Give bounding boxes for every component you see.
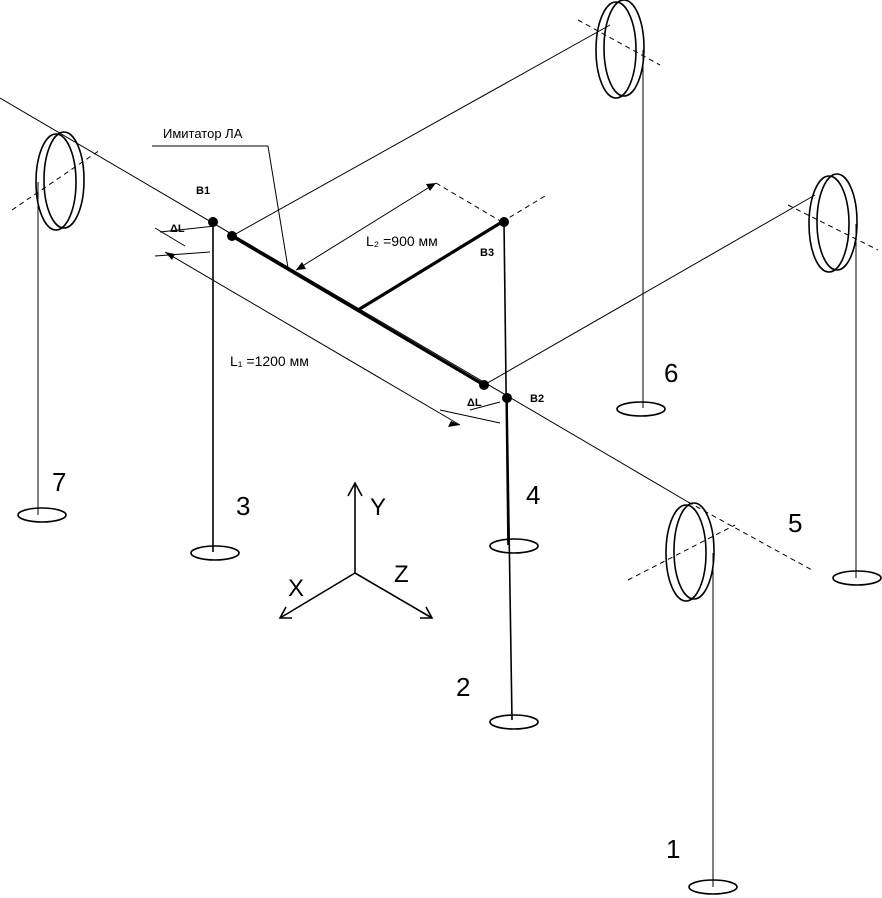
cable-b2 (506, 397, 513, 721)
imitator-beam (231, 234, 485, 387)
pulley-5 (808, 173, 858, 273)
support-label-3: 3 (236, 491, 250, 521)
pulley-5-axis-b (787, 204, 879, 251)
pulley-6 (595, 0, 645, 99)
cable-b2-to-pulley-5 (483, 194, 816, 386)
l2-arrow-start (296, 262, 306, 270)
weight-3 (190, 545, 240, 561)
l2-dimension-line (295, 182, 437, 271)
label-dl-left: ΔL (170, 223, 185, 235)
support-label-7: 7 (52, 467, 66, 497)
cable-b3 (503, 221, 509, 546)
point-b1-inner (227, 231, 237, 241)
pulley-7 (35, 131, 85, 231)
weight-1 (688, 879, 738, 895)
pulley-6-axis (577, 19, 661, 66)
l1-dimension-line (164, 251, 461, 426)
axis-z-arrow (420, 606, 434, 619)
pulley-1 (665, 502, 715, 602)
b3-extension (435, 182, 503, 223)
point-b2-inner (479, 380, 489, 390)
cable-b1-to-pulley-6 (231, 24, 611, 237)
label-b2: B2 (530, 393, 544, 405)
label-dl-right: ΔL (467, 397, 482, 409)
point-b1 (208, 217, 218, 227)
point-b3 (499, 217, 509, 227)
axis-y-label: Y (370, 494, 386, 521)
axis-z-label: Z (394, 561, 409, 588)
weight-4 (489, 538, 539, 554)
dl-right-line (469, 401, 501, 411)
weight-7 (17, 507, 67, 523)
axis-x-label: X (288, 575, 304, 602)
l1-ext-left (154, 251, 211, 257)
imitator-cross-beam (357, 220, 503, 312)
support-label-1: 1 (666, 834, 680, 864)
label-b1: B1 (196, 185, 210, 197)
l1-arrow-start (165, 252, 175, 260)
weight-2 (489, 714, 539, 730)
main-centerline-dashed (687, 501, 813, 571)
support-label-6: 6 (664, 358, 678, 388)
label-l2: L₂ =900 мм (366, 233, 438, 249)
main-centerline (0, 97, 689, 503)
pulley-1-axis (627, 524, 736, 581)
support-label-5: 5 (788, 508, 802, 538)
weight-5 (832, 570, 882, 586)
point-b2 (502, 393, 512, 403)
dl-left-line (159, 225, 216, 233)
label-l1: L₁ =1200 мм (230, 353, 309, 369)
axis-x-line (279, 572, 356, 619)
weight-6 (616, 401, 666, 417)
support-label-4: 4 (526, 480, 540, 510)
l1-ext-right (439, 409, 501, 424)
pulley-7-axis (11, 149, 101, 211)
l1-arrow-end (448, 421, 460, 427)
imitator-label: Имитатор ЛА (163, 126, 243, 141)
l1-ext-left-top (154, 227, 186, 247)
axis-x-arrow (278, 606, 292, 619)
support-label-2: 2 (456, 672, 470, 702)
axis-z-line (354, 572, 433, 619)
imitator-leader (267, 145, 289, 269)
b3-extension-b (501, 195, 546, 223)
label-b3: B3 (480, 247, 494, 259)
axis-y-arrow (347, 481, 363, 497)
l2-arrow-end (426, 183, 436, 191)
